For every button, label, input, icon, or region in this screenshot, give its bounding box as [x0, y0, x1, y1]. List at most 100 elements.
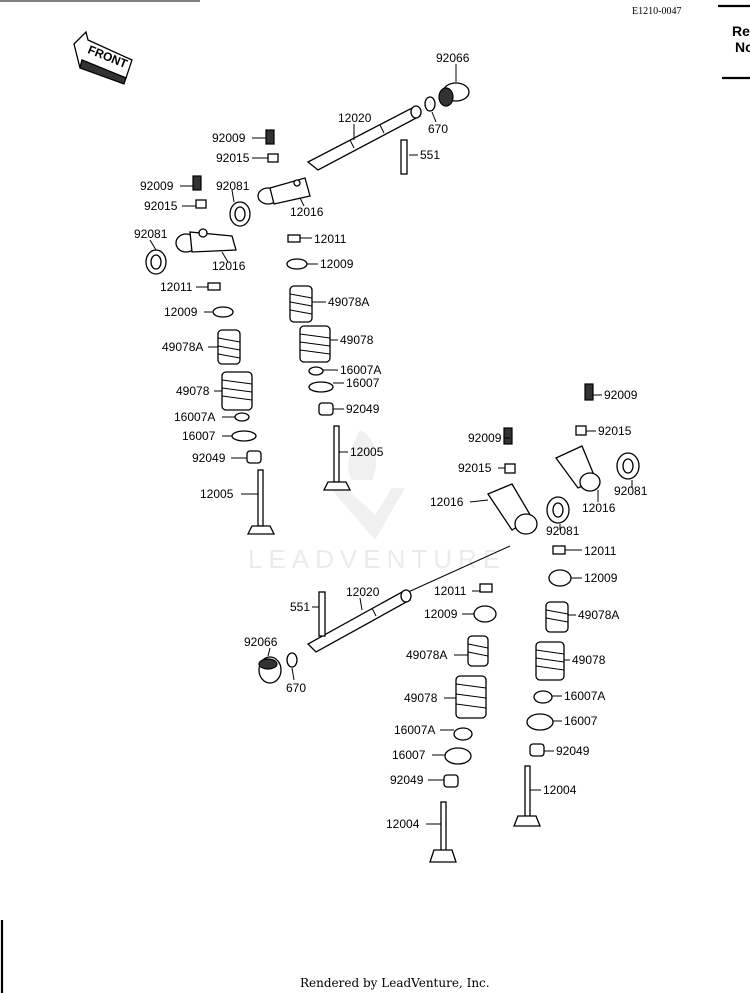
part-label: 12016: [290, 205, 324, 219]
part-label: 92081: [216, 179, 250, 193]
part-label: 92015: [598, 424, 632, 438]
valve-spring-49078A-b: [217, 329, 241, 365]
part-label: 12005: [350, 445, 384, 459]
seat-16007A-b: [234, 412, 250, 422]
nut-92015-c: [575, 425, 587, 436]
valve-spring-49078-b: [221, 371, 253, 411]
part-label: 49078A: [328, 295, 369, 309]
keeper-12011-a: [287, 234, 301, 243]
part-label: 12016: [582, 501, 616, 515]
valve-spring-49078-c: [535, 641, 565, 681]
part-label: 551: [420, 148, 440, 162]
part-label: 92049: [192, 451, 226, 465]
nut-92015-b: [195, 199, 207, 209]
part-label: 12009: [584, 571, 618, 585]
cap-92066-bottom: [258, 656, 282, 684]
retainer-12009-a: [286, 258, 308, 270]
rocker-arm-12016-b: [175, 228, 237, 253]
watermark-text: LEADVENTURE: [248, 544, 506, 574]
valve-12005-a: [322, 425, 352, 491]
part-label: 92049: [556, 744, 590, 758]
part-label: 12020: [338, 111, 372, 125]
part-label: 92009: [212, 131, 246, 145]
spring-92009-b: [192, 175, 202, 191]
seat-16007-b: [231, 430, 257, 442]
spring-92081-b: [145, 249, 167, 275]
part-label: 16007: [564, 714, 598, 728]
spring-92081-c: [616, 452, 640, 480]
oring-670-bottom: [286, 652, 298, 668]
seat-16007A-a: [308, 366, 324, 376]
valve-spring-49078A-d: [467, 635, 489, 667]
rocker-arm-12016-d: [487, 483, 538, 535]
part-label: 12009: [320, 257, 354, 271]
oring-670-top: [424, 96, 436, 112]
part-label: 92081: [614, 484, 648, 498]
retainer-12009-c: [548, 569, 572, 587]
part-label: 12004: [386, 817, 420, 831]
pin-551-top: [400, 139, 408, 175]
part-label: 12011: [434, 584, 467, 598]
part-label: 92015: [458, 461, 492, 475]
part-label: 92066: [436, 51, 470, 65]
part-label: 12004: [543, 783, 577, 797]
shaft-reference-line: [394, 545, 511, 599]
part-label: 12020: [346, 585, 380, 599]
part-label: 12009: [424, 607, 458, 621]
part-label: 16007A: [174, 410, 215, 424]
nut-92015-d: [504, 463, 516, 474]
leader-lines: [149, 64, 633, 825]
part-label: 92009: [140, 179, 174, 193]
part-label: 12011: [314, 232, 347, 246]
part-label: 12016: [212, 259, 246, 273]
seal-92049-c: [529, 743, 545, 757]
part-label: 92009: [604, 388, 638, 402]
spring-92009-c: [584, 383, 594, 401]
part-label: 49078: [176, 384, 210, 398]
valve-12004-b: [429, 801, 457, 863]
seat-16007A-d: [453, 727, 473, 741]
header-text-line2: No: [735, 39, 750, 55]
keeper-12011-c: [552, 545, 566, 555]
part-label: 92015: [144, 199, 178, 213]
rocker-arm-12016-c: [555, 445, 601, 492]
rocker-shaft-12020-top: [306, 105, 422, 171]
seat-16007-a: [308, 381, 334, 393]
rocker-arm-12016-a: [257, 177, 311, 205]
valve-spring-49078-a: [299, 325, 331, 363]
part-label: 49078: [340, 333, 374, 347]
spring-92009-d: [503, 427, 513, 445]
valve-spring-49078A-c: [545, 601, 569, 633]
header-text-line1: Re: [732, 23, 750, 39]
rocker-shaft-12020-bottom: [306, 589, 412, 653]
part-label: 49078A: [406, 648, 447, 662]
part-label: 16007: [182, 429, 216, 443]
front-arrow-icon: FRONT: [73, 30, 133, 85]
part-label: 12005: [200, 487, 234, 501]
part-label: 16007A: [564, 689, 605, 703]
part-label: 49078A: [578, 608, 619, 622]
valve-spring-49078A-a: [289, 285, 313, 323]
part-label: 12016: [430, 495, 464, 509]
spring-92081-d: [546, 496, 570, 524]
seal-92049-b: [246, 450, 262, 464]
part-label: 12011: [160, 280, 193, 294]
part-label: 16007A: [394, 723, 435, 737]
part-label: 49078: [404, 691, 438, 705]
spring-92081-a: [229, 201, 251, 227]
retainer-12009-d: [473, 605, 497, 623]
valve-12004-a: [513, 765, 541, 827]
part-label: 49078: [572, 653, 606, 667]
part-label: 92015: [216, 151, 250, 165]
part-label: 92066: [244, 635, 278, 649]
keeper-12011-b: [207, 282, 221, 291]
pin-551-bottom: [318, 591, 326, 637]
spring-92009-a: [265, 129, 275, 145]
retainer-12009-b: [212, 306, 234, 318]
part-label: 16007: [346, 376, 380, 390]
part-label: 49078A: [162, 340, 203, 354]
valve-12005-b: [246, 469, 276, 535]
seat-16007-d: [444, 747, 472, 765]
part-labels: 92066 670 12020 551 92009 92015 92009 92…: [134, 51, 648, 831]
